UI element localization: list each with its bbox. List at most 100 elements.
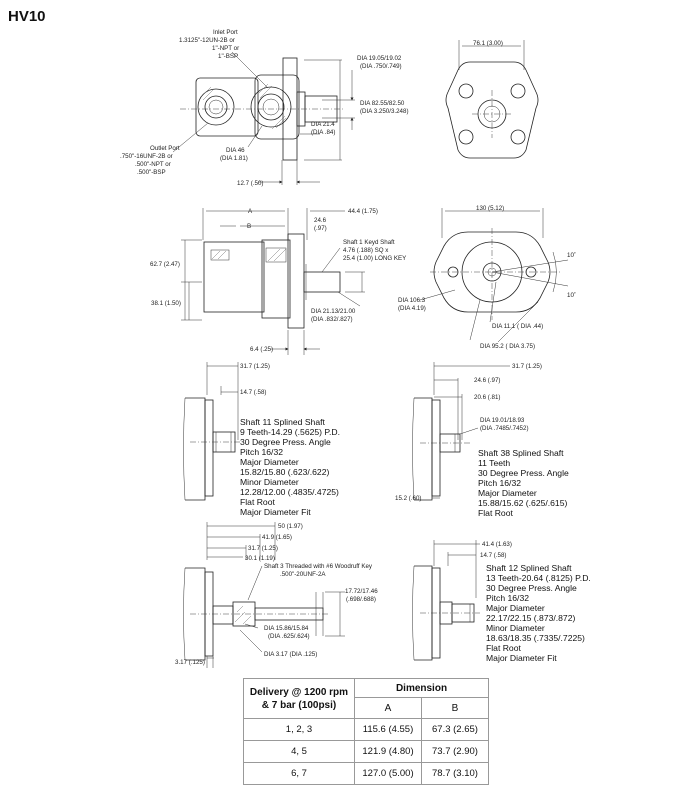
dimension-header: Dimension [354, 678, 489, 698]
dim-b-label: B [247, 223, 251, 230]
dia11-label: DIA 11.1 ( DIA .44) [492, 323, 543, 330]
shaft38-line: Shaft 38 Splined Shaft [478, 448, 564, 458]
v4-dia19-inch-label: (DIA .7485/.7452) [480, 425, 529, 432]
view4-shaft38 [412, 362, 510, 501]
table-row: 1, 2, 3 115.6 (4.55) 67.3 (2.65) [243, 718, 489, 741]
view1-side [172, 51, 355, 185]
inlet-port-label: Inlet Port [213, 29, 238, 36]
shaft12-line: Major Diameter [486, 603, 545, 613]
dim-130-label: 130 (5.12) [476, 205, 504, 212]
dia82-label: DIA 82.55/82.50 [360, 100, 405, 107]
dia82-inch-label: (DIA 3.250/3.248) [360, 108, 409, 115]
dim-b-cell: 78.7 (3.10) [421, 762, 489, 785]
v4-dim-31-7: 31.7 (1.25) [512, 363, 542, 370]
dia21-label: DIA 21.4 [311, 121, 335, 128]
dim-62-7-label: 62.7 (2.47) [150, 261, 180, 268]
col-a-header: A [354, 697, 422, 719]
shaft38-line: Flat Root [478, 508, 513, 518]
outlet-port-label: Outlet Port [150, 145, 180, 152]
dimension-table: Delivery @ 1200 rpm & 7 bar (100psi) Dim… [243, 678, 489, 785]
dim-b-cell: 73.7 (2.90) [421, 740, 489, 763]
dim-a-cell: 121.9 (4.80) [354, 740, 422, 763]
dim-24-6-inch-label: (.97) [314, 225, 327, 232]
delivery-header-line1: Delivery @ 1200 rpm [249, 686, 349, 698]
page-title: HV10 [8, 8, 46, 25]
v3-dim-31-7: 31.7 (1.25) [240, 363, 270, 370]
outlet-spec-line2: .500"-NPT or [135, 161, 171, 168]
inlet-spec-line2: 1"-NPT or [212, 45, 239, 52]
v4-dim-20-6: 20.6 (.81) [474, 394, 500, 401]
delivery-cell: 1, 2, 3 [243, 718, 355, 741]
inlet-spec-line1: 1.3125"-12UN-2B or [179, 37, 235, 44]
dia106-label: DIA 106.3 [398, 297, 426, 304]
shaft38-line: 30 Degree Press. Angle [478, 468, 569, 478]
v5-dim-17-72: 17.72/17.46 [345, 588, 378, 595]
delivery-cell: 4, 5 [243, 740, 355, 763]
dia2113-inch-label: (DIA .832/.827) [311, 316, 353, 323]
shaft12-line: 13 Teeth-20.64 (.8125) P.D. [486, 573, 591, 583]
dia19-label: DIA 19.05/19.02 [357, 55, 402, 62]
dia21-inch-label: (DIA .84) [311, 129, 335, 136]
angle-10-top: 10˚ [567, 252, 576, 259]
col-b-header: B [421, 697, 489, 719]
dim-a-label: A [248, 208, 253, 215]
outlet-spec-line1: .750"-16UNF-2B or [120, 153, 173, 160]
v4-dim-15-2: 15.2 (.60) [395, 495, 421, 502]
v6-dim-41-4: 41.4 (1.63) [482, 541, 512, 548]
shaft11-line: 15.82/15.80 (.623/.622) [240, 467, 329, 477]
v4-dim-24-6: 24.6 (.97) [474, 377, 500, 384]
shaft11-line: Minor Diameter [240, 477, 299, 487]
delivery-header: Delivery @ 1200 rpm & 7 bar (100psi) [243, 678, 355, 719]
shaft38-line: 11 Teeth [478, 458, 510, 468]
shaft38-notes: Shaft 38 Splined Shaft 11 Teeth 30 Degre… [478, 448, 569, 518]
dia19-inch-label: (DIA .750/.749) [360, 63, 402, 70]
dia46-inch-label: (DIA 1.81) [220, 155, 248, 162]
shaft12-line: 30 Degree Press. Angle [486, 583, 577, 593]
dim-38-1-label: 38.1 (1.50) [151, 300, 181, 307]
shaft3-line2: .500"-20UNF-2A [280, 571, 326, 578]
v4-dia19-label: DIA 19.01/18.93 [480, 417, 525, 424]
view3-shaft11 [183, 362, 240, 501]
shaft38-line: Major Diameter [478, 488, 537, 498]
v6-dim-14-7: 14.7 (.58) [480, 552, 506, 559]
v5-dim-50: 50 (1.97) [278, 523, 303, 530]
shaft11-line: Major Diameter Fit [240, 507, 311, 517]
shaft11-line: 12.28/12.00 (.4835/.4725) [240, 487, 339, 497]
v5-dim-17-72-inch: (.698/.688) [346, 596, 376, 603]
shaft3-line1: Shaft 3 Threaded with #6 Woodruff Key [264, 563, 373, 570]
shaft12-line: Shaft 12 Splined Shaft [486, 563, 572, 573]
delivery-cell: 6, 7 [243, 762, 355, 785]
dim-b-cell: 67.3 (2.65) [421, 718, 489, 741]
view2-side [181, 208, 365, 355]
shaft11-notes: Shaft 11 Splined Shaft 9 Teeth-14.29 (.5… [240, 417, 340, 517]
shaft12-line: Minor Diameter [486, 623, 545, 633]
shaft11-line: 30 Degree Press. Angle [240, 437, 331, 447]
shaft12-line: Major Diameter Fit [486, 653, 557, 663]
shaft12-notes: Shaft 12 Splined Shaft 13 Teeth-20.64 (.… [486, 563, 591, 663]
shaft11-line: 9 Teeth-14.29 (.5625) P.D. [240, 427, 340, 437]
shaft1-line1: Shaft 1 Keyd Shaft [343, 239, 395, 246]
shaft38-line: 15.88/15.62 (.625/.615) [478, 498, 567, 508]
v5-dia15-inch-label: (DIA .625/.624) [268, 633, 310, 640]
table-row: 6, 7 127.0 (5.00) 78.7 (3.10) [243, 762, 489, 785]
v5-dim-41-9: 41.9 (1.65) [262, 534, 292, 541]
dia46-label: DIA 46 [226, 147, 245, 154]
dim-24-6-label: 24.6 [314, 217, 327, 224]
dim-44-4-label: 44.4 (1.75) [348, 208, 378, 215]
dia2113-label: DIA 21.13/21.00 [311, 308, 356, 315]
dim-a-cell: 115.6 (4.55) [354, 718, 422, 741]
angle-10-bottom: 10˚ [567, 292, 576, 299]
view2-end [419, 208, 569, 343]
view1-end-flange [445, 40, 539, 159]
delivery-header-line2: & 7 bar (100psi) [261, 699, 337, 711]
dim-12-7-label: 12.7 (.50) [237, 180, 263, 187]
v5-dim-3-17: 3.17 (.125) [175, 659, 205, 666]
shaft1-line3: 25.4 (1.00) LONG KEY [343, 255, 406, 262]
v5-dim-31-7: 31.7 (1.25) [248, 545, 278, 552]
shaft1-line2: 4.76 (.188) SQ x [343, 247, 389, 254]
table-row: 4, 5 121.9 (4.80) 73.7 (2.90) [243, 740, 489, 763]
shaft11-line: Shaft 11 Splined Shaft [240, 417, 325, 427]
dim-a-cell: 127.0 (5.00) [354, 762, 422, 785]
inlet-spec-line3: 1"-BSP [218, 53, 238, 60]
